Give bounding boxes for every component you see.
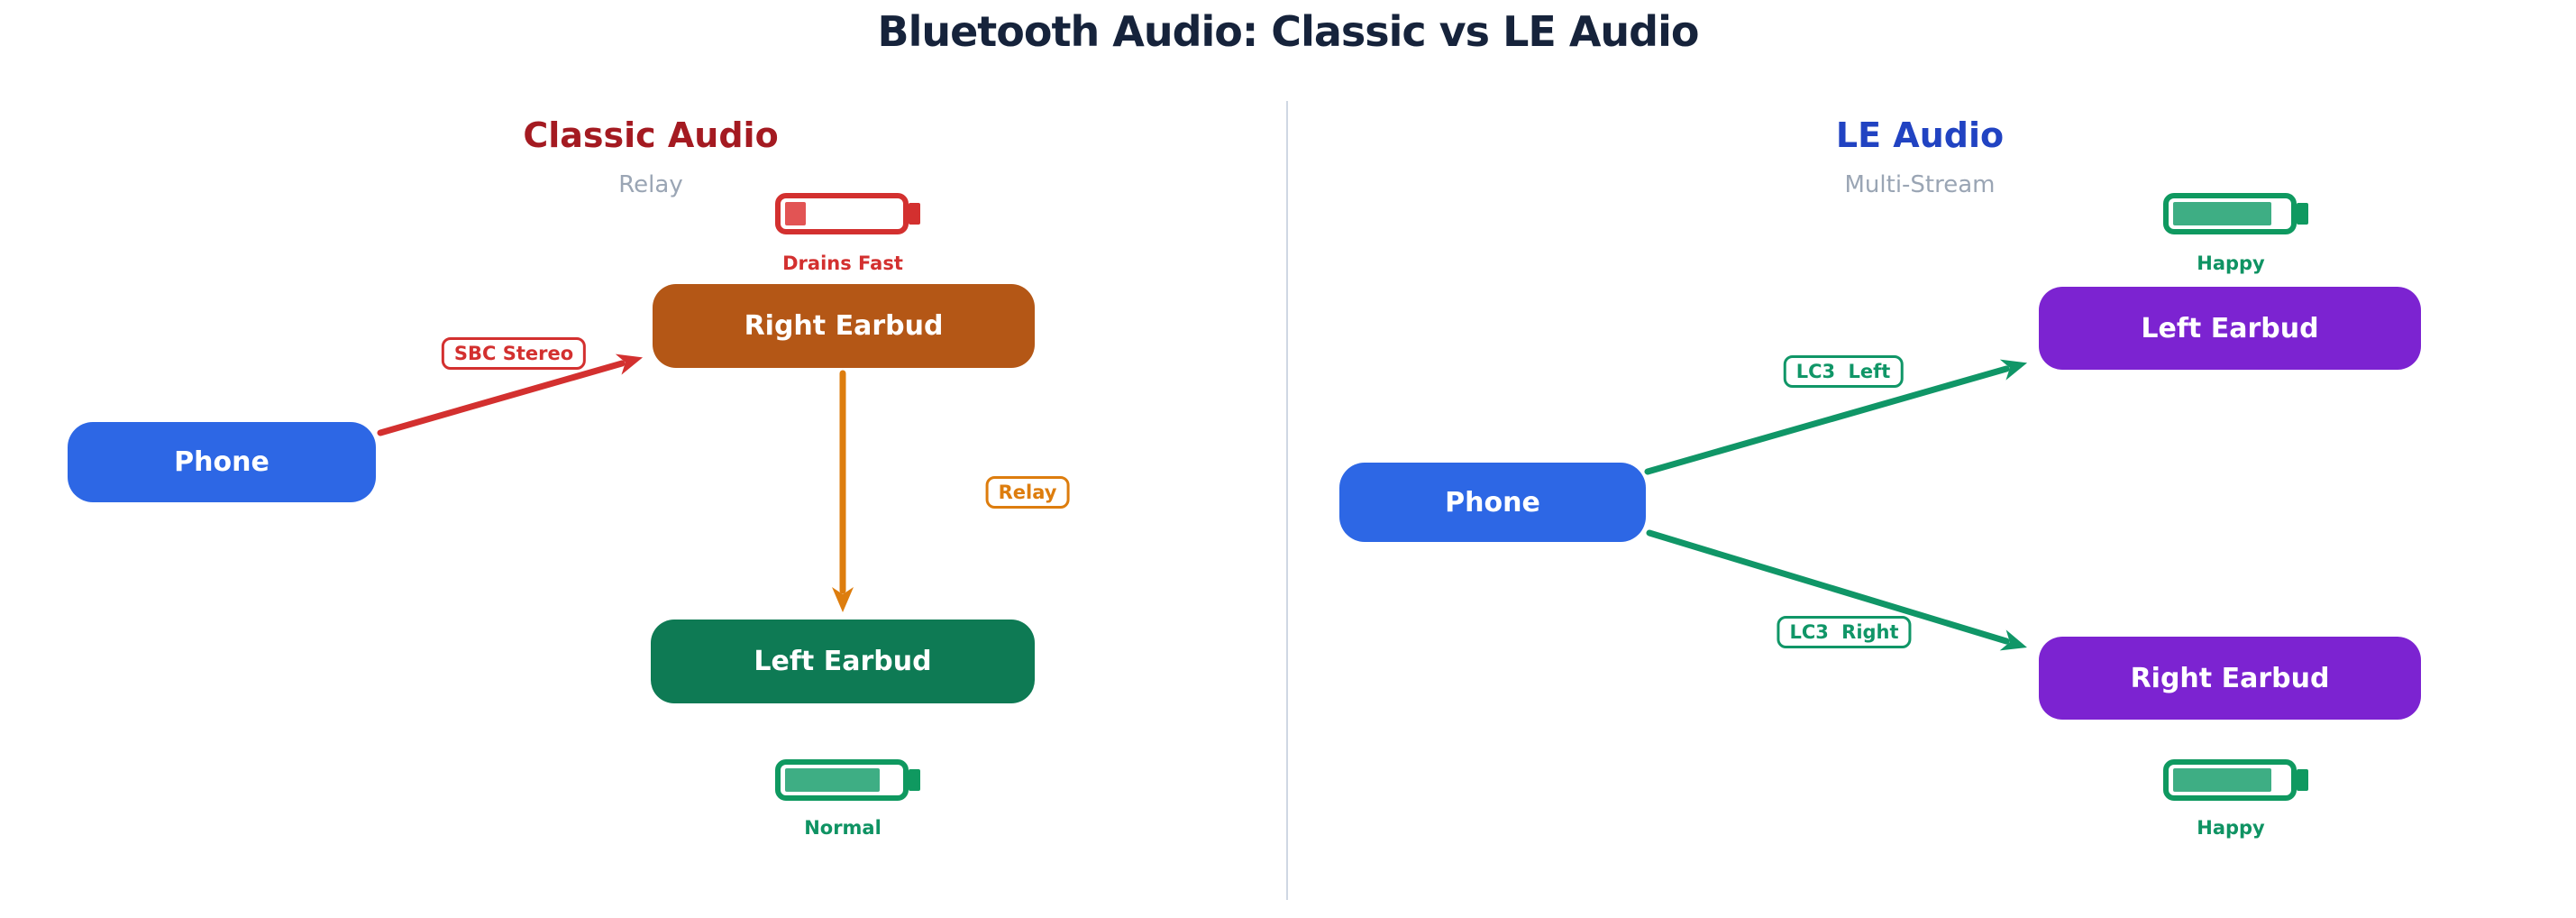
node-phone-le: Phone	[1339, 463, 1646, 542]
arrow-phone-to-right-earbud	[377, 353, 644, 436]
battery-fill	[785, 202, 807, 225]
edge-label-lc3-right: LC3 Right	[1777, 616, 1912, 648]
node-label: Phone	[174, 446, 269, 478]
battery-status-label: Happy	[2197, 252, 2265, 274]
node-left-earbud-classic: Left Earbud	[651, 620, 1035, 703]
battery-fill	[2173, 768, 2271, 792]
node-label: Phone	[1445, 486, 1540, 519]
node-right-earbud-le: Right Earbud	[2039, 637, 2421, 720]
panel-divider	[1286, 101, 1288, 900]
node-left-earbud-le: Left Earbud	[2039, 287, 2421, 370]
classic-audio-heading: Classic Audio	[523, 115, 779, 155]
battery-status-label: Normal	[804, 817, 882, 839]
node-label: Left Earbud	[754, 646, 932, 677]
arrow-phone-to-left-earbud-le	[1644, 359, 2028, 475]
node-phone-classic: Phone	[68, 422, 376, 502]
battery-fill	[785, 768, 880, 792]
battery-icon-happy-left	[2163, 193, 2297, 234]
node-label: Right Earbud	[744, 310, 944, 342]
node-label: Right Earbud	[2130, 662, 2330, 694]
classic-audio-subtitle: Relay	[618, 171, 683, 198]
page-title: Bluetooth Audio: Classic vs LE Audio	[877, 7, 1700, 56]
battery-icon-happy-right	[2163, 759, 2297, 801]
arrow-phone-to-right-earbud-le	[1646, 529, 2027, 651]
battery-status-label: Happy	[2197, 817, 2265, 839]
battery-icon-drains-fast	[775, 193, 909, 234]
le-audio-subtitle: Multi-Stream	[1844, 171, 1996, 198]
node-label: Left Earbud	[2141, 312, 2319, 344]
edge-label-relay: Relay	[985, 476, 1070, 509]
le-audio-heading: LE Audio	[1835, 115, 2005, 155]
edge-label-lc3-left: LC3 Left	[1783, 355, 1904, 388]
battery-status-label: Drains Fast	[782, 252, 903, 274]
node-right-earbud-classic: Right Earbud	[653, 284, 1035, 368]
battery-fill	[2173, 202, 2271, 225]
edge-label-sbc-stereo: SBC Stereo	[441, 337, 587, 370]
battery-icon-normal	[775, 759, 909, 801]
